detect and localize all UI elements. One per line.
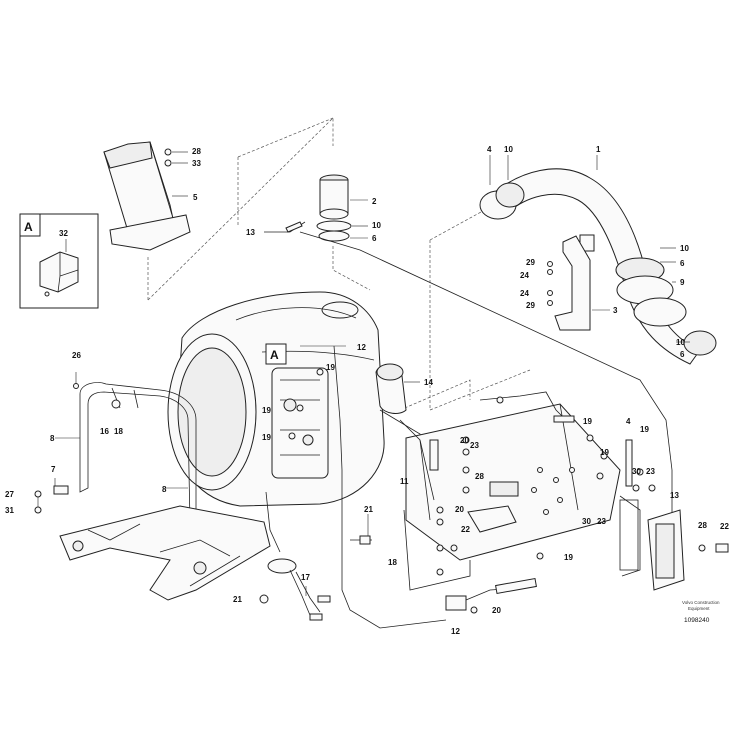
callout-10-filter: 10 [372,221,381,230]
intake-funnel [103,141,191,251]
callout-22-plate: 22 [461,525,470,534]
callout-29-a: 29 [526,258,535,267]
callout-33: 33 [192,159,201,168]
callout-20-a: 20 [460,436,469,445]
callout-26: 26 [72,351,81,360]
detail-a-box: A 32 [19,213,99,309]
callout-6-filter: 6 [372,234,377,243]
callout-16: 16 [100,427,109,436]
callout-4-right: 4 [626,417,631,426]
callout-23-c: 23 [646,467,655,476]
source-line-2: Equipment [688,606,710,611]
callout-19-f: 19 [564,553,573,562]
level-sensor [259,491,331,621]
callout-21-mid: 21 [364,505,373,514]
right-sensor [619,495,729,591]
callout-11: 11 [400,477,409,486]
callout-10-top: 10 [504,145,513,154]
tank-body [167,291,385,507]
intake-hose [479,155,717,365]
tank-callout-a: A [265,343,346,365]
callout-12-bottom: 12 [451,627,460,636]
callout-28-right: 28 [698,521,707,530]
callout-30-a: 30 [582,517,591,526]
callout-5: 5 [193,193,198,202]
source-line-1: Volvo Construction [682,600,720,605]
callout-6-hose: 6 [680,259,685,268]
callout-19-b: 19 [262,433,271,442]
callout-17: 17 [301,573,310,582]
callout-14: 14 [424,378,433,387]
tank-callout-letter: A [270,348,279,362]
callout-19-c: 19 [583,417,592,426]
footer: Volvo Construction Equipment 1098240 [682,600,720,624]
callout-28-funnel: 28 [192,147,201,156]
plate-bracket [399,391,575,591]
callout-8-strap: 8 [162,485,167,494]
callout-8-left: 8 [50,434,55,443]
callout-23-b: 23 [597,517,606,526]
callout-19-a: 19 [262,406,271,415]
callout-10-lower: 10 [676,338,685,347]
callout-3: 3 [613,306,618,315]
silencer [375,363,420,414]
callout-18-left: 18 [114,427,123,436]
callout-10-hose: 10 [680,244,689,253]
callout-19-tank: 19 [326,363,335,372]
callout-31: 31 [5,506,14,515]
callout-4-top: 4 [487,145,492,154]
drawing-code: 1098240 [684,617,710,624]
filter-canister [264,174,368,242]
callout-13-right: 13 [670,491,679,500]
callout-13-left: 13 [246,228,255,237]
callout-2: 2 [372,197,377,206]
callout-6-lower: 6 [680,350,685,359]
callout-7: 7 [51,465,56,474]
callout-1: 1 [596,145,601,154]
detail-letter: A [24,220,33,234]
callout-22-right: 22 [720,522,729,531]
mounting-plate [405,403,621,561]
callout-9: 9 [680,278,685,287]
callout-27: 27 [5,490,14,499]
callout-20-bottom: 20 [492,606,501,615]
detail-part-label: 32 [59,229,68,238]
callout-29-b: 29 [526,301,535,310]
hose-bracket [547,235,610,331]
callout-21-left: 21 [233,595,242,604]
callout-30-b: 30 [632,467,641,476]
callout-24-b: 24 [520,289,529,298]
callout-20-b: 20 [455,505,464,514]
callout-23-a: 23 [470,441,479,450]
callout-19-e: 19 [640,425,649,434]
hardware [288,368,656,576]
left-bolts [34,478,69,514]
callout-18-plate: 18 [388,558,397,567]
tank-straps [55,372,197,525]
callout-28-a: 28 [475,472,484,481]
callout-19-d: 19 [600,448,609,457]
callout-24-a: 24 [520,271,529,280]
connector-block [445,578,537,614]
callouts: 1 2 3 4 4 5 6 6 6 7 8 8 9 10 10 10 10 11… [5,145,729,636]
callout-12-tank: 12 [357,343,366,352]
frame-base [59,505,271,601]
